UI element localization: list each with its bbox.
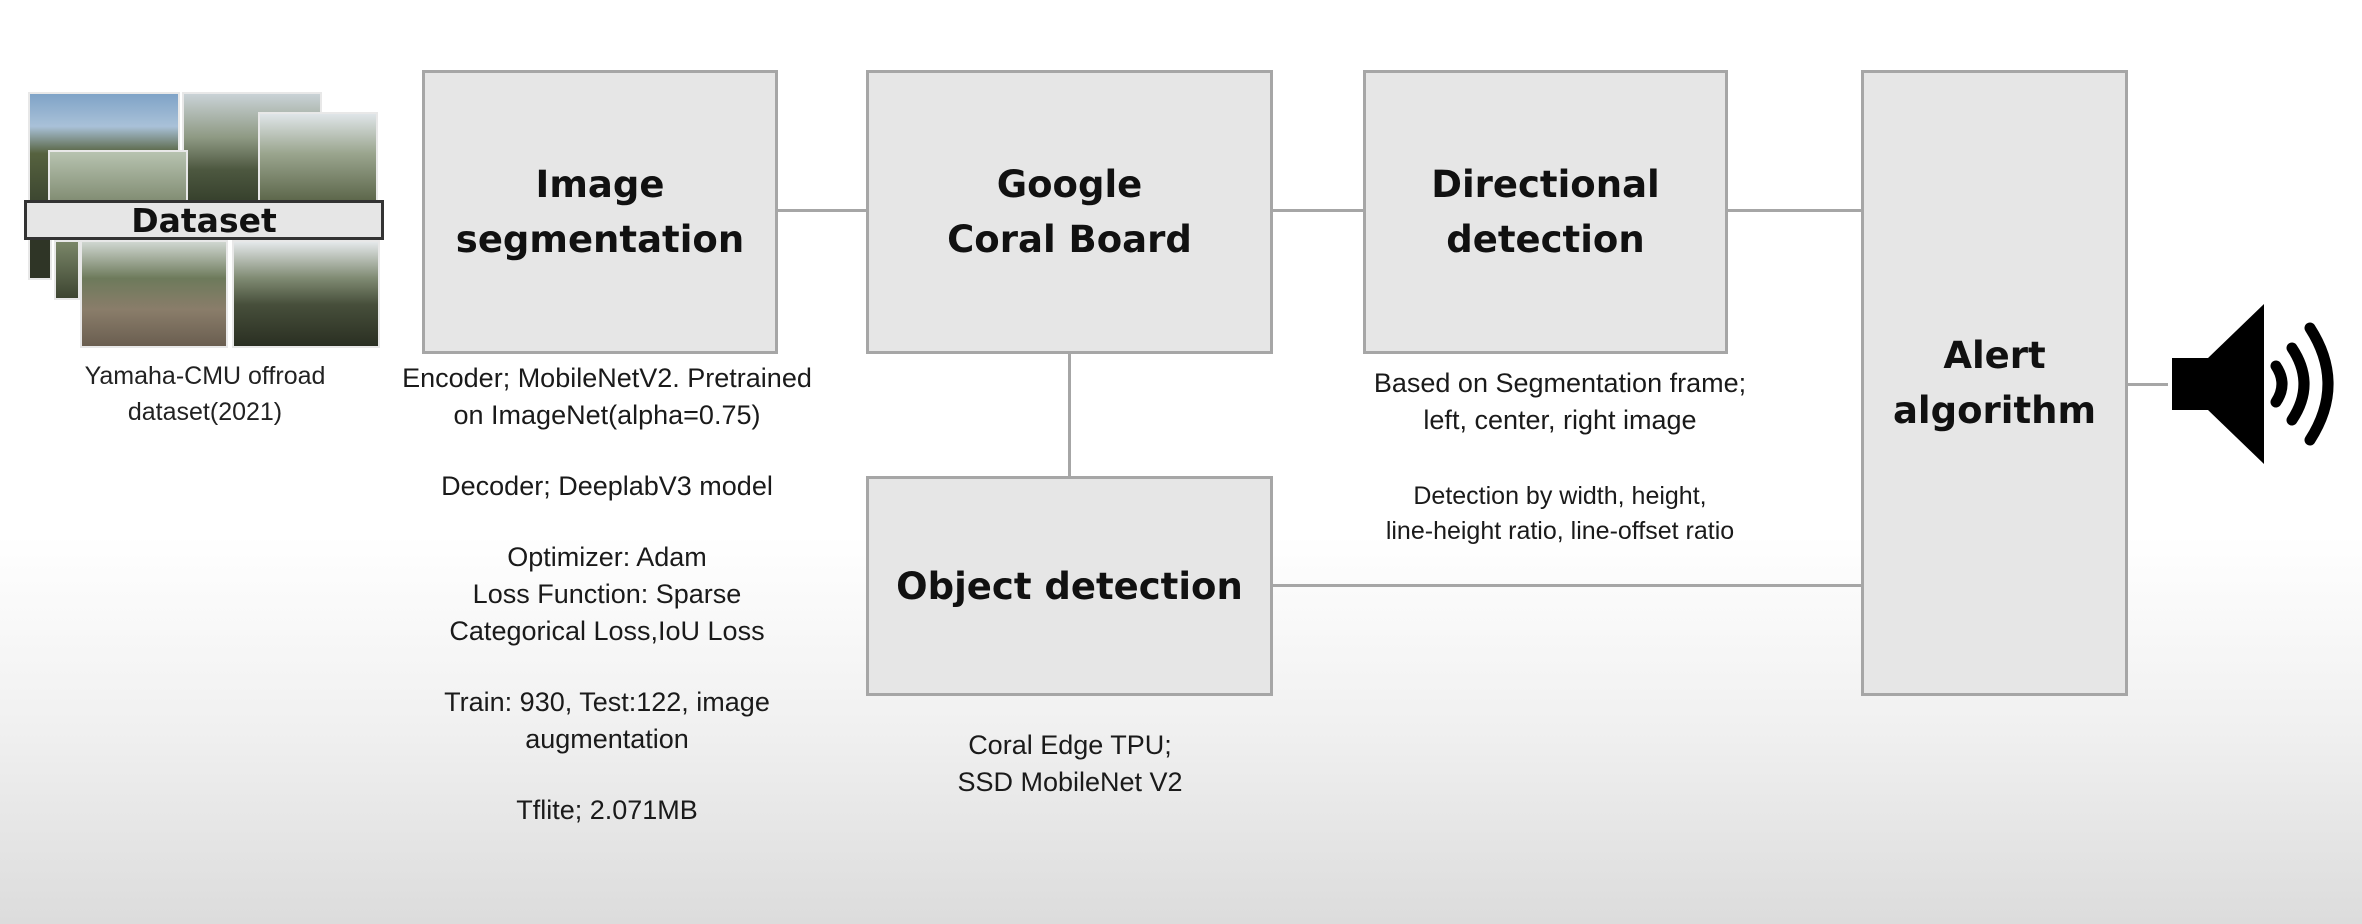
connector-coral-to-directional xyxy=(1271,209,1365,212)
dataset-label: Dataset xyxy=(24,200,384,240)
sound-wave-middle xyxy=(2286,342,2310,426)
segmentation-note-dataset-split: Train: 930, Test:122, image augmentation xyxy=(444,687,770,754)
sound-wave-inner xyxy=(2270,360,2288,408)
segmentation-note-decoder: Decoder; DeeplabV3 model xyxy=(441,471,773,501)
coral-board-box: Google Coral Board xyxy=(866,70,1273,354)
dataset-caption: Yamaha-CMU offroad dataset(2021) xyxy=(84,362,326,426)
segmentation-note-model-size: Tflite; 2.071MB xyxy=(516,795,698,825)
speaker-body xyxy=(2172,304,2264,464)
alert-algorithm-box: Alert algorithm xyxy=(1861,70,2128,696)
directional-detection-box: Directional detection xyxy=(1363,70,1728,354)
alert-algorithm-label: Alert algorithm xyxy=(1892,334,2097,432)
dataset-thumbnail xyxy=(54,240,80,300)
object-detection-box: Object detection xyxy=(866,476,1273,696)
image-segmentation-label: Image segmentation xyxy=(455,163,745,261)
connector-directional-to-alert xyxy=(1726,209,1863,212)
directional-notes: Based on Segmentation frame; left, cente… xyxy=(1340,365,1780,549)
object-detection-label: Object detection xyxy=(896,564,1243,608)
dataset-thumbnail xyxy=(80,240,228,348)
object-notes: Coral Edge TPU; SSD MobileNet V2 xyxy=(880,727,1260,801)
connector-alert-to-speaker xyxy=(2126,383,2168,386)
segmentation-note-training-config: Optimizer: Adam Loss Function: Sparse Ca… xyxy=(449,542,765,646)
directional-detection-label: Directional detection xyxy=(1431,163,1660,261)
dataset-thumbnail xyxy=(258,112,378,204)
connector-object-to-alert xyxy=(1271,584,1863,587)
dataset-thumbnail xyxy=(28,236,52,280)
image-segmentation-box: Image segmentation xyxy=(422,70,778,354)
connector-coral-to-object xyxy=(1068,352,1071,478)
object-note-hardware: Coral Edge TPU; SSD MobileNet V2 xyxy=(957,730,1183,797)
speaker-icon xyxy=(2172,304,2334,464)
dataset-thumbnail xyxy=(232,240,380,348)
directional-note-detection-criteria: Detection by width, height, line-height … xyxy=(1385,482,1735,545)
connector-segmentation-to-coral xyxy=(776,209,868,212)
segmentation-notes: Encoder; MobileNetV2. Pretrained on Imag… xyxy=(392,360,822,829)
directional-note-frame: Based on Segmentation frame; left, cente… xyxy=(1373,368,1747,435)
segmentation-note-encoder: Encoder; MobileNetV2. Pretrained on Imag… xyxy=(402,363,812,430)
coral-board-label: Google Coral Board xyxy=(947,163,1192,261)
sound-wave-outer xyxy=(2304,322,2334,446)
